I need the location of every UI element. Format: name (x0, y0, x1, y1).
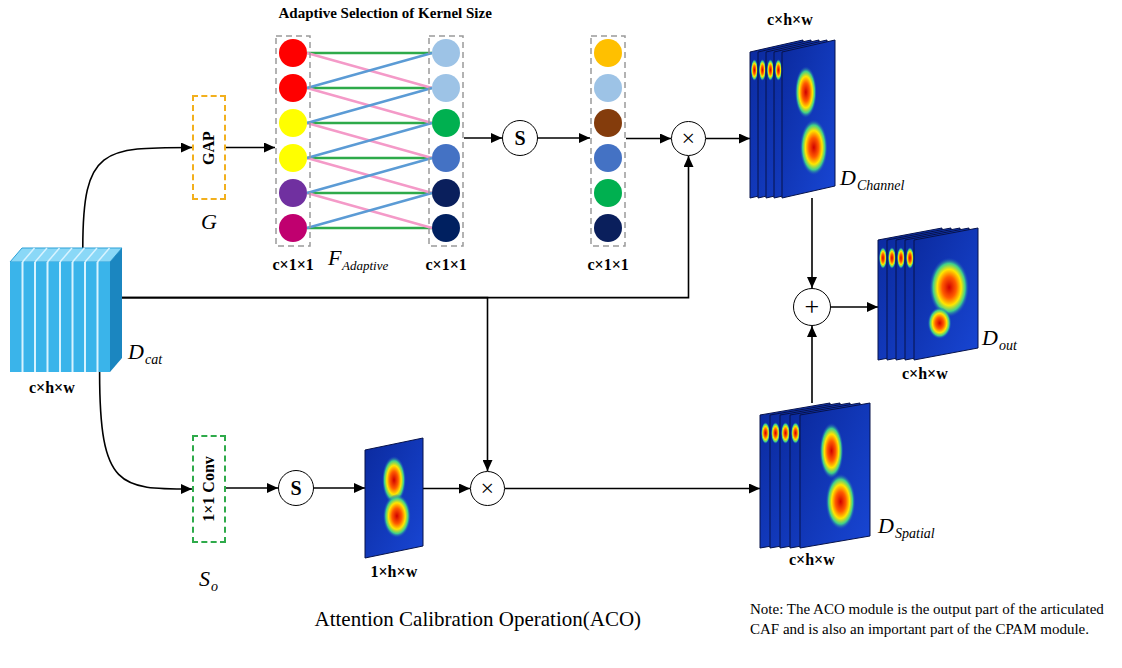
cube-illustration (10, 248, 122, 372)
node-text: c×1×1 (273, 256, 314, 274)
section-title: Adaptive Selection of Kernel Size (279, 5, 492, 22)
multiply-circle: × (671, 121, 706, 156)
sigmoid-circle: S (278, 470, 314, 506)
node-text: G (201, 209, 217, 235)
neuron-column (275, 35, 311, 247)
node-text: S (515, 127, 526, 150)
heatmap-stack (760, 403, 870, 548)
node-text: S (199, 566, 210, 592)
node-text: D (982, 325, 998, 351)
node-text: D (840, 165, 856, 191)
attention-vector: c×1×1 (590, 35, 626, 247)
note-text: Note: The ACO module is the output part … (750, 600, 1120, 639)
function-symbol: F (328, 245, 341, 271)
node-text: 1×1 Conv (200, 456, 218, 522)
node-text: 1×h×w (371, 563, 418, 581)
feature-cube: Dcatc×h×w (10, 248, 122, 372)
channel-feature-maps: c×h×wDChannel (750, 40, 835, 198)
node-text: S (291, 477, 302, 500)
node-text: GAP (200, 131, 218, 165)
connector-arrow (811, 326, 813, 403)
multiply-circle: × (470, 471, 505, 506)
heatmap (365, 438, 423, 558)
connector-arrow (626, 138, 671, 140)
connector-arrow (83, 148, 192, 249)
node-text: D (878, 513, 894, 539)
connector-arrow (706, 138, 750, 140)
node-text: Channel (857, 178, 904, 194)
node-text: c×1×1 (588, 256, 629, 274)
node-text: c×1×1 (426, 256, 467, 274)
connector-arrow (226, 147, 275, 149)
output-feature-maps: Doutc×h×w (878, 228, 978, 360)
connector-arrow (464, 137, 502, 139)
node-text: o (211, 579, 218, 595)
heatmap-stack (750, 40, 835, 198)
node-text: c×h×w (29, 379, 75, 397)
function-subscript: Adaptive (342, 258, 388, 274)
node-text: + (805, 292, 820, 322)
node-text: c×h×w (789, 551, 835, 569)
node-text: D (128, 339, 144, 365)
connector-arrow (226, 487, 278, 489)
add-circle: + (793, 288, 831, 326)
node-text: × (481, 475, 495, 502)
input-neurons: c×1×1 (275, 35, 311, 247)
connector-arrow (831, 306, 878, 308)
spatial-feature-maps: DSpatialc×h×w (760, 403, 870, 548)
connector-arrow (505, 488, 760, 490)
node-text: × (682, 125, 696, 152)
connector-arrow (423, 488, 470, 490)
node-text: cat (145, 352, 162, 368)
connector-arrow (122, 298, 488, 471)
neuron-column (590, 35, 626, 247)
node-text: c×h×w (767, 11, 813, 29)
output-neurons: c×1×1 (428, 35, 464, 247)
figure-caption: Attention Calibration Operation(ACO) (315, 607, 642, 632)
sigmoid-circle: S (502, 120, 538, 156)
node-text: out (999, 338, 1017, 354)
node-text: c×h×w (902, 365, 948, 383)
connector-arrow (811, 198, 813, 288)
heatmap-stack (878, 228, 978, 360)
connector-arrow (100, 372, 192, 489)
neuron-column (428, 35, 464, 247)
gap-box: GAPG (192, 95, 226, 200)
connector-arrow (538, 137, 590, 139)
connector-arrow (314, 487, 365, 489)
node-text: Spatial (895, 526, 935, 542)
spatial-map: 1×h×w (365, 438, 423, 558)
conv-box: 1×1 ConvSo (192, 435, 226, 543)
